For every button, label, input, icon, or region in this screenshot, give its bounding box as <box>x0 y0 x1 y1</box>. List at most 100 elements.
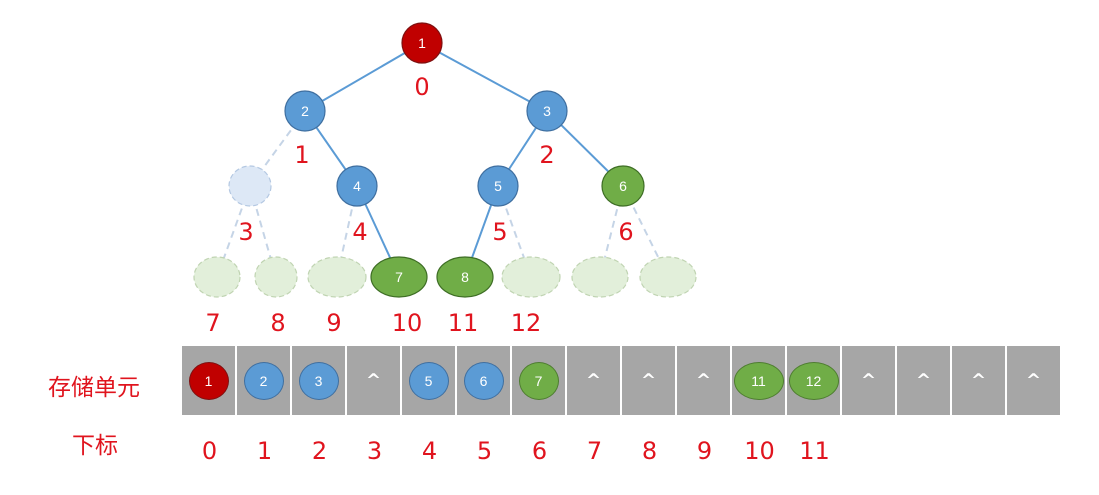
array-index: 1 <box>256 437 273 465</box>
empty-marker: ^ <box>640 370 657 391</box>
tree-index-label: 7 <box>205 309 220 337</box>
array-index: 7 <box>586 437 603 465</box>
empty-marker: ^ <box>1025 370 1042 391</box>
array-cell-14: ^ <box>952 346 1005 415</box>
array-cell-3: ^ <box>347 346 400 415</box>
empty-marker: ^ <box>860 370 877 391</box>
tree-index-label: 1 <box>294 141 309 169</box>
array-cell-9: ^ <box>677 346 730 415</box>
subscript-label: 下标 <box>72 433 118 459</box>
tree-edge-n0-n2 <box>421 42 548 112</box>
array-element: 6 <box>463 361 504 400</box>
tree-node-label: 3 <box>543 103 551 119</box>
tree-node-label: 6 <box>619 178 627 194</box>
array-cell-7: ^ <box>567 346 620 415</box>
tree-node-0: 1 <box>401 22 443 64</box>
tree-node-shape <box>477 165 519 207</box>
array-element: 7 <box>518 361 559 400</box>
array-cell-12: ^ <box>842 346 895 415</box>
tree-node-shape <box>526 90 568 132</box>
array-index: 3 <box>366 437 383 465</box>
tree-node-label: 7 <box>395 269 403 285</box>
tree-node-8 <box>254 256 298 298</box>
tree-node-2: 3 <box>526 90 568 132</box>
tree-node-5: 5 <box>477 165 519 207</box>
array-cell-10: 11 <box>732 346 785 415</box>
array-element: 1 <box>188 361 229 400</box>
empty-marker: ^ <box>695 370 712 391</box>
tree-index-label: 5 <box>492 218 507 246</box>
array-cell-2: 3 <box>292 346 345 415</box>
tree-node-1: 2 <box>284 90 326 132</box>
array-cell-1: 2 <box>237 346 290 415</box>
tree-node-12 <box>501 256 561 298</box>
tree-node-shape <box>336 165 378 207</box>
array-index: 5 <box>476 437 493 465</box>
tree-node-shape <box>639 256 697 298</box>
tree-index-label: 0 <box>414 73 429 101</box>
array-cell-5: 6 <box>457 346 510 415</box>
tree-node-shape <box>193 256 241 298</box>
array-index: 9 <box>696 437 713 465</box>
tree-node-shape <box>307 256 367 298</box>
array-element: 12 <box>788 361 839 400</box>
tree-index-label: 8 <box>270 309 285 337</box>
tree-node-6: 6 <box>601 165 645 207</box>
tree-node-4: 4 <box>336 165 378 207</box>
array-index: 8 <box>641 437 658 465</box>
array-cell-6: 7 <box>512 346 565 415</box>
tree-node-shape <box>254 256 298 298</box>
tree-node-13 <box>571 256 629 298</box>
empty-marker: ^ <box>970 370 987 391</box>
empty-marker: ^ <box>915 370 932 391</box>
tree-node-7 <box>193 256 241 298</box>
array-element: 5 <box>408 361 449 400</box>
tree-node-shape <box>571 256 629 298</box>
tree-index-label: 6 <box>618 218 633 246</box>
array-cell-4: 5 <box>402 346 455 415</box>
tree-node-shape <box>228 165 272 207</box>
array-cell-15: ^ <box>1007 346 1060 415</box>
tree-node-label: 1 <box>418 35 426 51</box>
array-cell-11: 12 <box>787 346 840 415</box>
array-cell-13: ^ <box>897 346 950 415</box>
array-element: 11 <box>733 361 784 400</box>
empty-marker: ^ <box>365 370 382 391</box>
array-cell-8: ^ <box>622 346 675 415</box>
tree-node-3 <box>228 165 272 207</box>
tree-index-label: 4 <box>352 218 367 246</box>
tree-node-9 <box>307 256 367 298</box>
array-index: 6 <box>531 437 548 465</box>
array-index: 0 <box>201 437 218 465</box>
tree-index-label: 12 <box>511 309 542 337</box>
tree-node-label: 8 <box>461 269 469 285</box>
array-element: 2 <box>243 361 284 400</box>
empty-marker: ^ <box>585 370 602 391</box>
array-element: 3 <box>298 361 339 400</box>
tree-node-shape <box>601 165 645 207</box>
tree-node-label: 5 <box>494 178 502 194</box>
tree-edges <box>216 42 669 278</box>
array-cell-0: 1 <box>182 346 235 415</box>
tree-edge-n0-n1 <box>304 42 423 112</box>
tree-index-label: 9 <box>326 309 341 337</box>
tree-node-label: 4 <box>353 178 361 194</box>
tree-node-shape <box>436 256 494 298</box>
tree-node-label: 2 <box>301 103 309 119</box>
tree-nodes: 1 2 3 4 5 6 7 8 <box>193 22 697 298</box>
tree-node-shape <box>401 22 443 64</box>
tree-node-shape <box>370 256 428 298</box>
tree-node-shape <box>284 90 326 132</box>
tree-index-label: 11 <box>448 309 479 337</box>
array-index: 2 <box>311 437 328 465</box>
array-index: 4 <box>421 437 438 465</box>
tree-index-label: 3 <box>238 218 253 246</box>
tree-node-11: 8 <box>436 256 494 298</box>
array-index: 11 <box>799 437 830 465</box>
tree-index-label: 2 <box>539 141 554 169</box>
tree-node-shape <box>501 256 561 298</box>
